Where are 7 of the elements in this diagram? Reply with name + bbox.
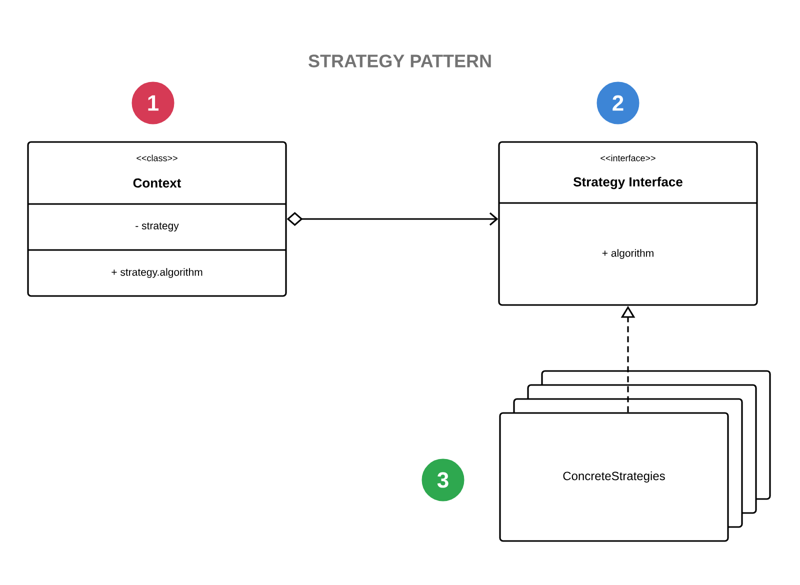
stacked-class-boxes: ConcreteStrategies <box>499 370 771 542</box>
class-box: <<class>> Context - strategy + strategy.algorithm <box>27 141 287 297</box>
class-box: <<interface>> Strategy Interface + algorithm <box>498 141 758 306</box>
number-badge: 3 <box>420 457 466 503</box>
number-badge: 2 <box>595 80 641 126</box>
number-badge: 1 <box>130 80 176 126</box>
title: STRATEGY PATTERN <box>308 54 491 68</box>
